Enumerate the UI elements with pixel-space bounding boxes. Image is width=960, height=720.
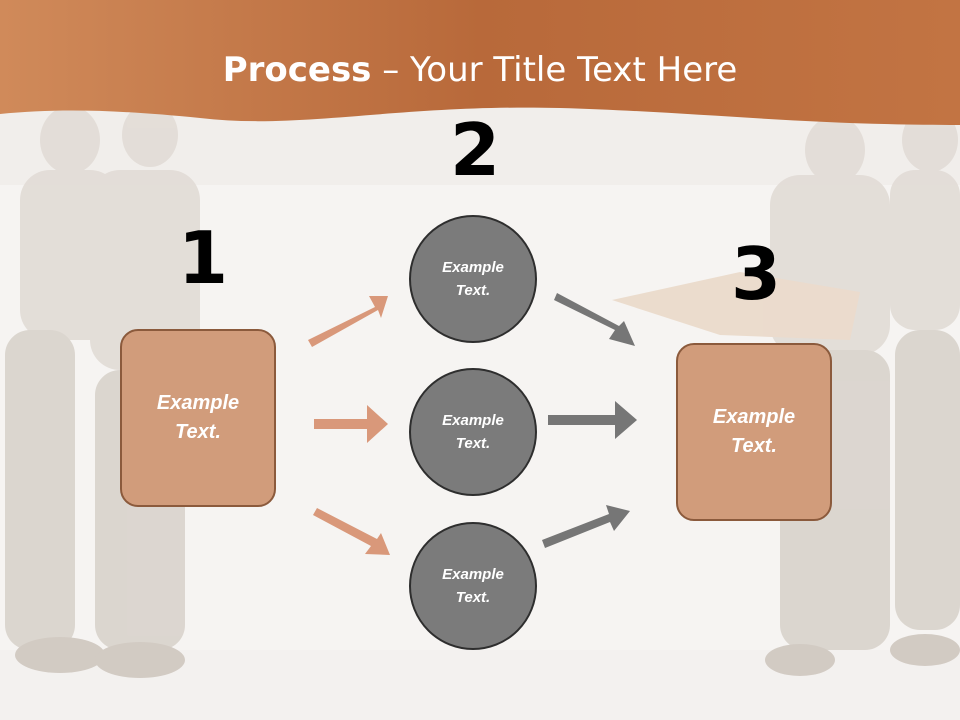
circle-middle: Example Text. (409, 368, 537, 496)
title-bold: Process (222, 50, 372, 90)
step-number-2: 2 (450, 108, 501, 192)
step-3-box: Example Text. (676, 343, 832, 521)
header-band (0, 0, 960, 125)
step-number-1: 1 (178, 216, 229, 300)
step-number-3: 3 (731, 232, 782, 316)
title-rest: – Your Title Text Here (371, 50, 738, 90)
circle-top: Example Text. (409, 215, 537, 343)
step-1-box: Example Text. (120, 329, 276, 507)
slide-title: Process – Your Title Text Here (0, 50, 960, 90)
circle-bottom: Example Text. (409, 522, 537, 650)
